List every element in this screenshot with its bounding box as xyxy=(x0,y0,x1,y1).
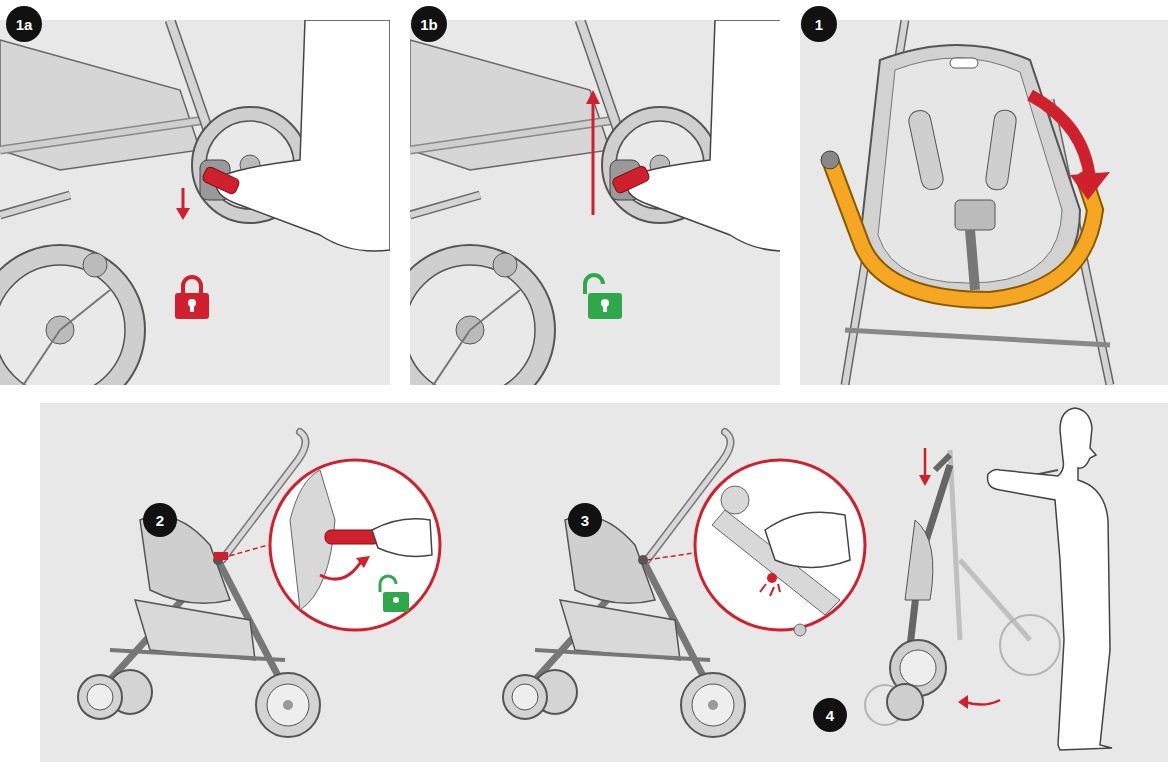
callout-number: 1a xyxy=(6,6,42,42)
callout-number: 3 xyxy=(568,503,602,537)
callout-number: 2 xyxy=(143,503,177,537)
callout-number: 1b xyxy=(411,6,447,42)
callout-number: 1 xyxy=(801,6,837,42)
callout-number: 4 xyxy=(813,698,847,732)
